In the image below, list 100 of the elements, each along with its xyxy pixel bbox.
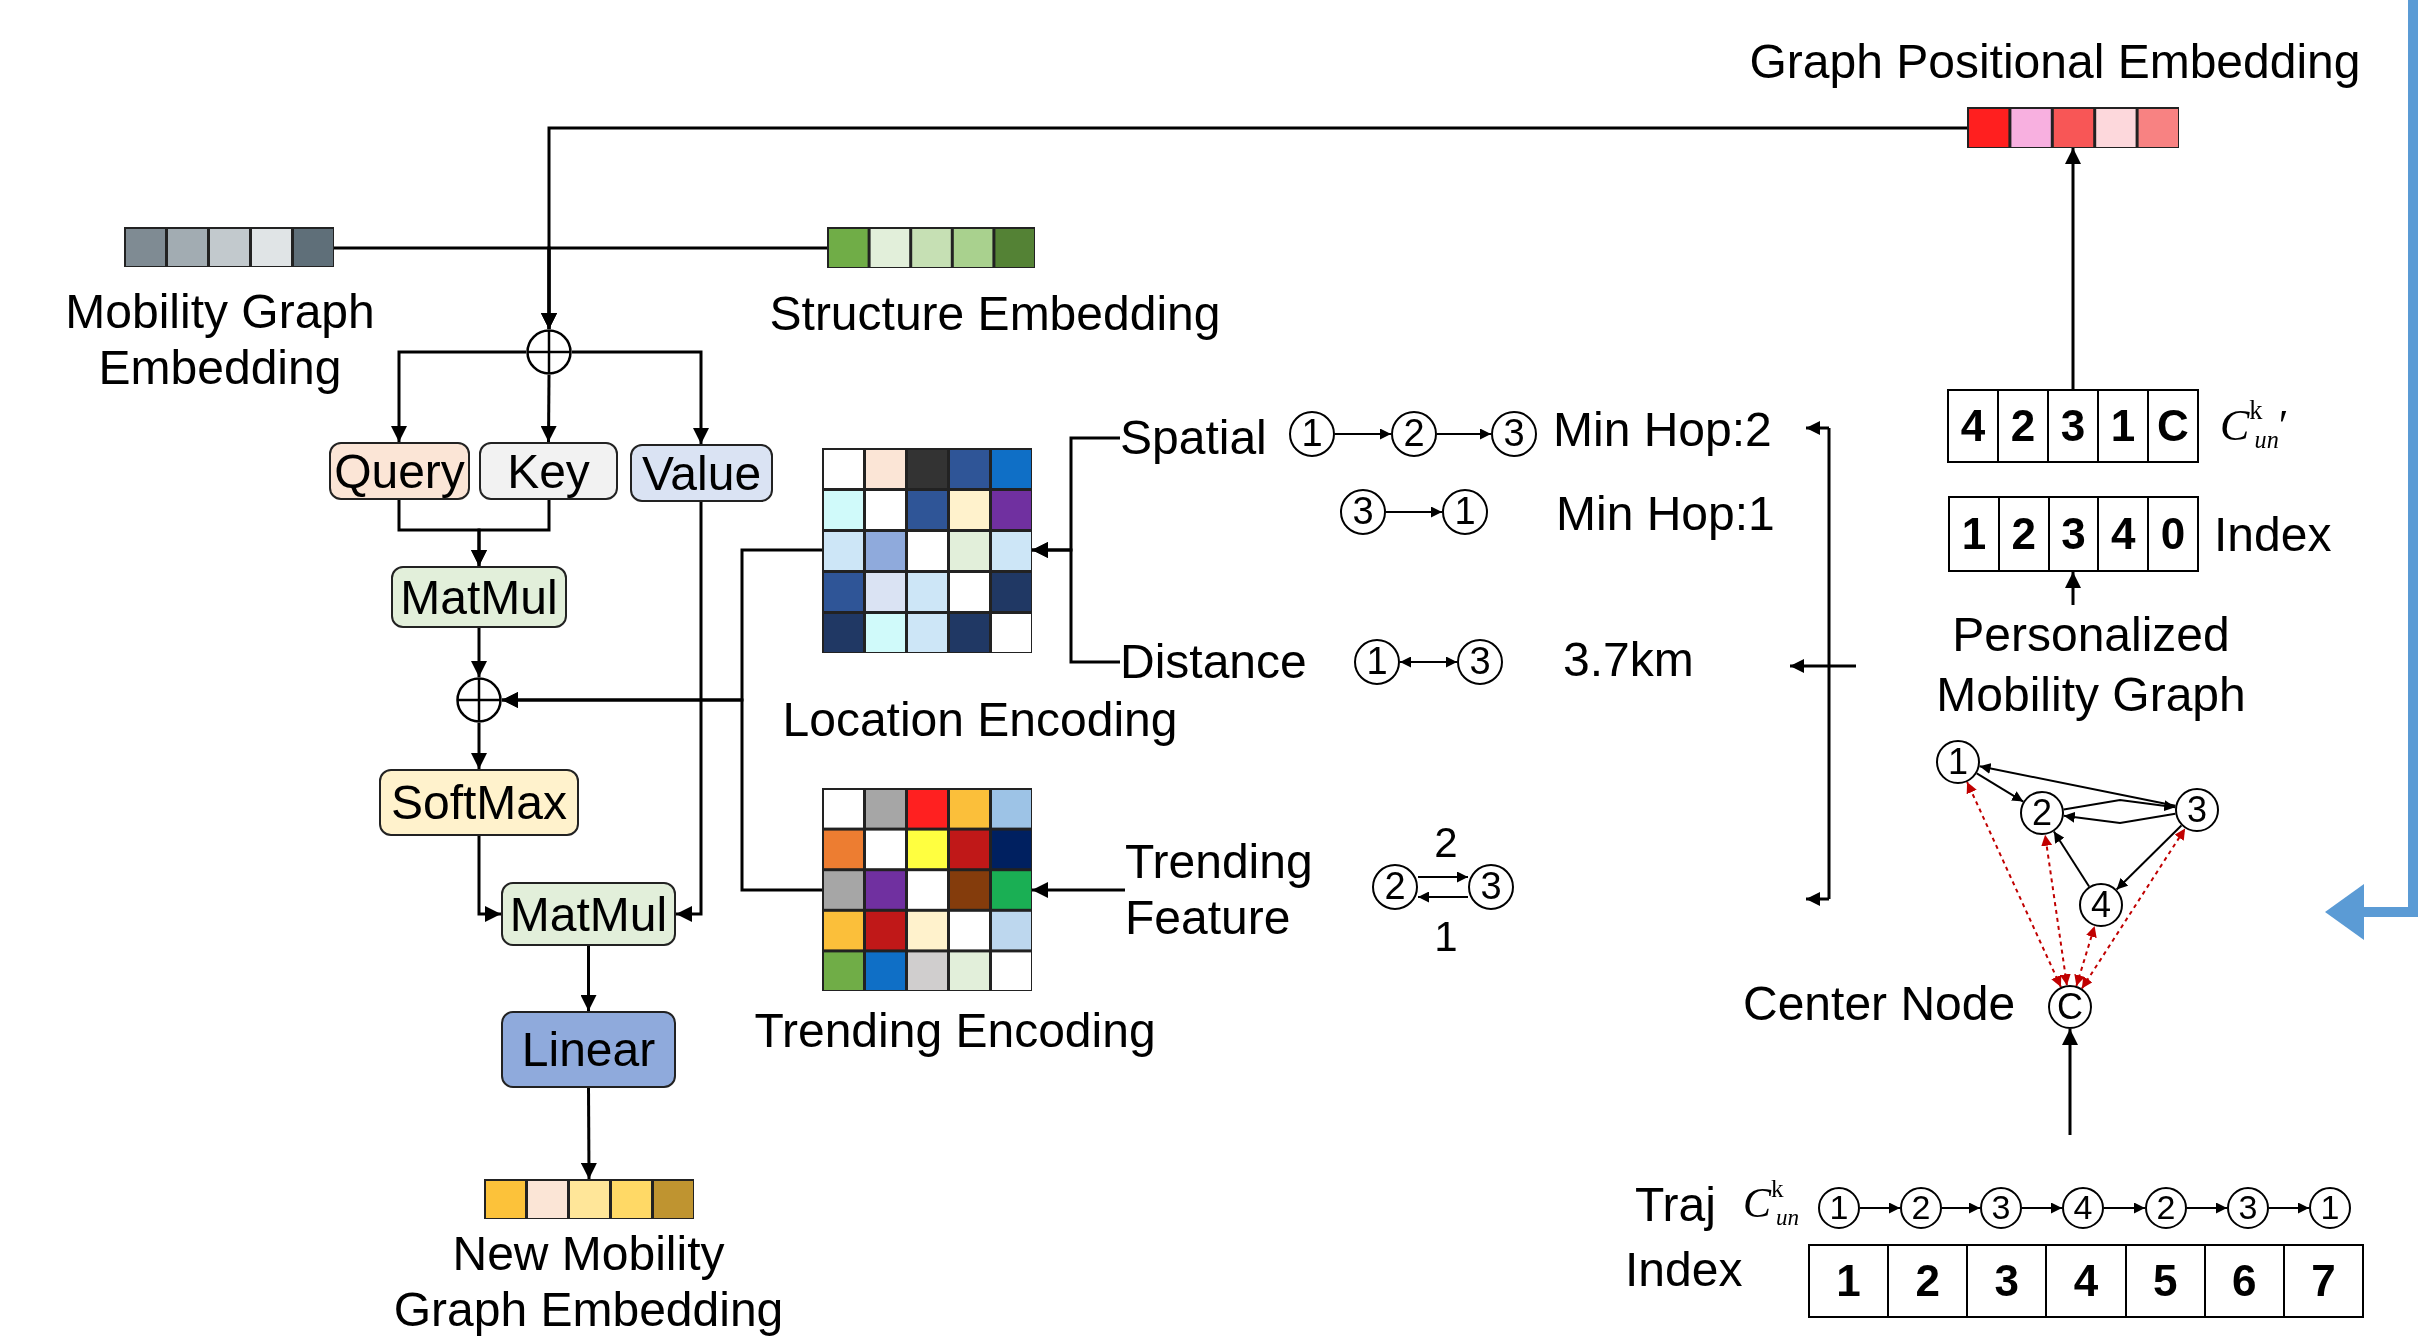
arrow (540, 375, 557, 442)
index-cell-text: 1 (1835, 1255, 1862, 1307)
index-cell-text: 4 (1959, 400, 1987, 452)
embedding-label: New Mobility Graph Embedding (392, 1226, 785, 1338)
encoding-label: Location Encoding (781, 692, 1179, 748)
feature-label: Distance (1120, 634, 1320, 690)
symbol-label: C$^{k}$$_{un}$′ (2220, 398, 2289, 454)
index-cell-text: 1 (1960, 508, 1988, 560)
node-caption: Center Node (1743, 976, 2016, 1032)
graph-node: 3 (1980, 1187, 2022, 1229)
graph-node: 2 (1900, 1187, 1942, 1229)
arrow (2062, 799, 2177, 812)
arrow (2021, 1202, 2063, 1214)
index-cell: 2 (1997, 498, 2048, 570)
graph-node: 3 (1491, 411, 1537, 457)
linear-layer-box: Linear (501, 1011, 676, 1088)
arrow (1417, 871, 1469, 883)
index-cell: 1 (2097, 391, 2147, 461)
arrow (1334, 428, 1392, 440)
arrow (502, 692, 822, 892)
index-cell: 3 (1966, 1246, 2046, 1316)
graph-node: 3 (1340, 489, 1386, 535)
feature-label: Spatial (1120, 410, 1280, 466)
sum-operator-icon (526, 329, 572, 375)
graph-node: 2 (1372, 864, 1418, 910)
feature-label: Trending Feature (1125, 834, 1345, 946)
graph-node: 3 (1457, 639, 1503, 685)
embedding-label: Graph Positional Embedding (1748, 34, 2362, 90)
arrow (1032, 882, 1125, 898)
arrow (1032, 542, 1120, 664)
arrow (1975, 772, 2025, 803)
hop-count-label: Min Hop:1 (1556, 486, 1775, 542)
dotted-arrow (2041, 833, 2071, 987)
sum-operator-icon (456, 677, 502, 723)
index-array (1947, 389, 2199, 463)
index-cell: 2 (1887, 1246, 1967, 1316)
index-array (1948, 496, 2199, 572)
arrow (1978, 763, 2177, 807)
index-array (1808, 1244, 2364, 1318)
arrow (2062, 1029, 2078, 1135)
graph-node: 1 (1354, 639, 1400, 685)
arrow (471, 500, 551, 566)
embedding-label: Mobility Graph Embedding (64, 284, 376, 396)
index-cell: 0 (2147, 498, 2197, 570)
arrow (2186, 1202, 2228, 1214)
graph-node: 1 (2309, 1187, 2351, 1229)
query-box: Query (329, 442, 470, 500)
arrow (541, 246, 827, 329)
arrow (2065, 572, 2081, 605)
graph-node: 1 (1289, 411, 1335, 457)
arrow (2052, 830, 2091, 888)
arrow (2268, 1202, 2310, 1214)
arrow (2065, 148, 2081, 389)
graph-node: 2 (1391, 411, 1437, 457)
distance-value-label: 3.7km (1563, 632, 1694, 688)
graph-node: 3 (2227, 1187, 2269, 1229)
index-cell: 2 (1997, 391, 2047, 461)
arrow (572, 350, 709, 444)
arrow (1417, 891, 1469, 903)
index-cell: 4 (2045, 1246, 2125, 1316)
graph-node: 2 (2145, 1187, 2187, 1229)
arrow (1436, 428, 1492, 440)
operation-box: MatMul (391, 566, 567, 628)
node-caption: Index (2214, 507, 2332, 563)
arrow (471, 628, 487, 677)
arrow (477, 836, 501, 922)
arrow (1385, 506, 1443, 518)
hop-count-label: Min Hop:2 (1553, 402, 1772, 458)
embedding-label: Structure Embedding (768, 286, 1222, 342)
arrow (676, 502, 703, 922)
arrow (580, 1088, 597, 1179)
graph-node: C (2048, 985, 2092, 1029)
dotted-arrow (2080, 827, 2187, 990)
dotted-arrow (1966, 781, 2062, 988)
index-cell: 5 (2124, 1246, 2204, 1316)
index-cell: C (2147, 391, 2197, 461)
arrow (391, 350, 526, 442)
graph-node: 1 (1936, 740, 1980, 784)
graph-node: 3 (2175, 788, 2219, 832)
arrow (580, 946, 597, 1011)
arrow (2115, 824, 2183, 891)
value-box: Value (630, 444, 773, 502)
arrow (2062, 811, 2177, 824)
arrow (1941, 1202, 1981, 1214)
row-label: Traj (1635, 1177, 1716, 1233)
arrow (1859, 1202, 1901, 1214)
graph-node: 4 (2079, 883, 2123, 927)
index-cell: 7 (2282, 1246, 2362, 1316)
index-cell: 3 (2047, 498, 2098, 570)
graph-node: 2 (2020, 791, 2064, 835)
node-caption: Index (1625, 1242, 1743, 1298)
key-box: Key (479, 442, 618, 500)
arrow (471, 723, 487, 769)
graph-node: 1 (1442, 489, 1488, 535)
graph-node: 1 (1818, 1187, 1860, 1229)
operation-box: SoftMax (379, 769, 579, 836)
dotted-arrow (2074, 925, 2097, 987)
graph-node: 3 (1468, 864, 1514, 910)
graph-node: 4 (2062, 1187, 2104, 1229)
index-cell: 4 (2097, 498, 2148, 570)
